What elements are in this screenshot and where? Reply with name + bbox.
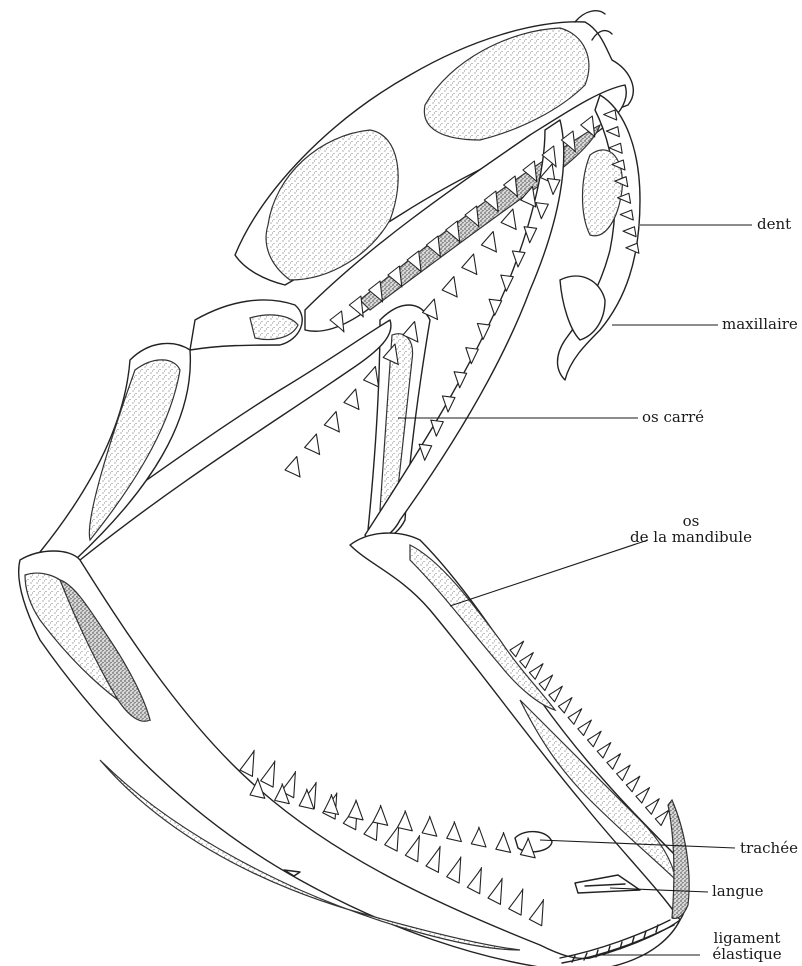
label-ligament-line1: ligament (692, 930, 802, 946)
dentary-tooth-right (588, 731, 602, 747)
dentary-tooth-right (597, 743, 611, 759)
right-mandible (350, 533, 689, 920)
dentary-tooth-left (261, 761, 275, 787)
label-dent: dent (757, 216, 791, 232)
dentary-tooth-right (626, 776, 640, 792)
dentary-tooth-right (510, 641, 524, 657)
label-langue: langue (712, 883, 764, 899)
pterygoid-tooth (442, 277, 457, 298)
pterygoid-tooth (462, 254, 477, 275)
dentary-tooth-inner (496, 832, 511, 852)
dentary-tooth-right (529, 664, 543, 680)
pterygoid-tooth (481, 232, 496, 253)
pterygoid-tooth (305, 434, 320, 455)
label-os-mandibule-line2: de la mandibule (606, 529, 776, 545)
dentary-tooth-inner (422, 816, 437, 836)
dentary-tooth-right (607, 754, 621, 770)
label-os-mandibule-line1: os (606, 513, 776, 529)
pterygoid-tooth (285, 457, 300, 478)
label-ligament-line2: élastique (692, 946, 802, 962)
dentary-tooth-right (646, 799, 660, 815)
dentary-tooth-right (636, 788, 650, 804)
dentary-tooth-left (426, 846, 440, 872)
pterygoid-tooth (364, 367, 379, 388)
dentary-tooth-right (617, 765, 631, 781)
label-maxillaire: maxillaire (722, 316, 798, 332)
dentary-tooth-right (568, 709, 582, 725)
dentary-tooth-inner (447, 822, 462, 842)
tongue (575, 875, 640, 893)
trachea-opening (515, 832, 552, 852)
dentary-tooth-right (549, 686, 563, 702)
label-os-carre: os carré (642, 409, 704, 425)
dentary-tooth-left (529, 900, 543, 926)
left-upper-jaw-bar (40, 320, 391, 562)
dentary-tooth-inner (373, 805, 388, 825)
supratemporal (190, 300, 302, 350)
dentary-tooth-left (467, 868, 481, 894)
dentary-tooth-inner (398, 811, 413, 831)
dentary-tooth-left (385, 825, 399, 851)
dentary-tooth-left (240, 750, 254, 776)
dentary-tooth-right (578, 720, 592, 736)
pterygoid-tooth (344, 389, 359, 410)
dentary-tooth-right (558, 698, 572, 714)
pterygoid-tooth (324, 412, 339, 433)
dentary-tooth-inner (471, 827, 486, 847)
dentary-tooth-inner (348, 800, 363, 820)
dentary-tooth-left (509, 889, 523, 915)
leader-os-mandibule (450, 540, 648, 606)
label-ligament: ligament élastique (692, 930, 802, 962)
dentary-tooth-left (405, 836, 419, 862)
label-trachee: trachée (740, 840, 798, 856)
dentary-tooth-left (447, 857, 461, 883)
dentary-tooth-right (655, 810, 669, 826)
dentary-tooth-left (488, 878, 502, 904)
dentary-tooth-right (520, 653, 534, 669)
dentary-tooth-right (539, 675, 553, 691)
label-os-mandibule: os de la mandibule (606, 513, 776, 545)
